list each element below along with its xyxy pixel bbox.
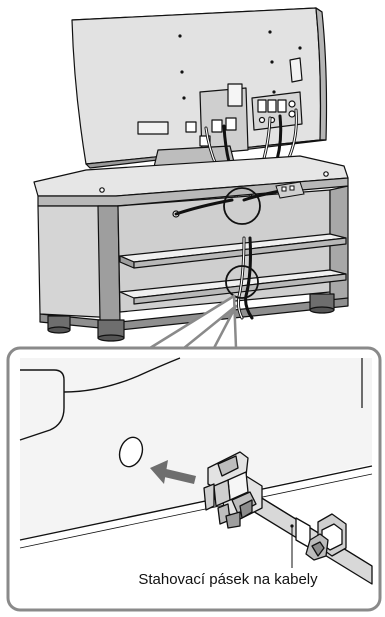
highlight-circle-lower: [225, 265, 259, 299]
shelf-edge: [19, 369, 65, 441]
cabinet-left-pillar: [97, 205, 121, 323]
insert-arrow: [150, 460, 196, 484]
highlight-circle-upper: [223, 187, 261, 225]
cabinet-back-surface: [20, 358, 372, 540]
vent-slot: [137, 121, 169, 135]
mounting-holes: [178, 30, 302, 100]
cable-tie: [203, 451, 373, 585]
tv-cabinet: [33, 155, 349, 342]
side-slot: [289, 57, 303, 83]
tv-back-panel: [71, 7, 322, 165]
cable-tie-label: Stahovací pásek na kabely: [138, 571, 318, 588]
shelf-plane-line: [19, 465, 373, 541]
terminal-block: [227, 83, 243, 107]
detail-callout: Stahovací pásek na kabely: [6, 346, 382, 612]
mounting-hole: [118, 436, 144, 468]
